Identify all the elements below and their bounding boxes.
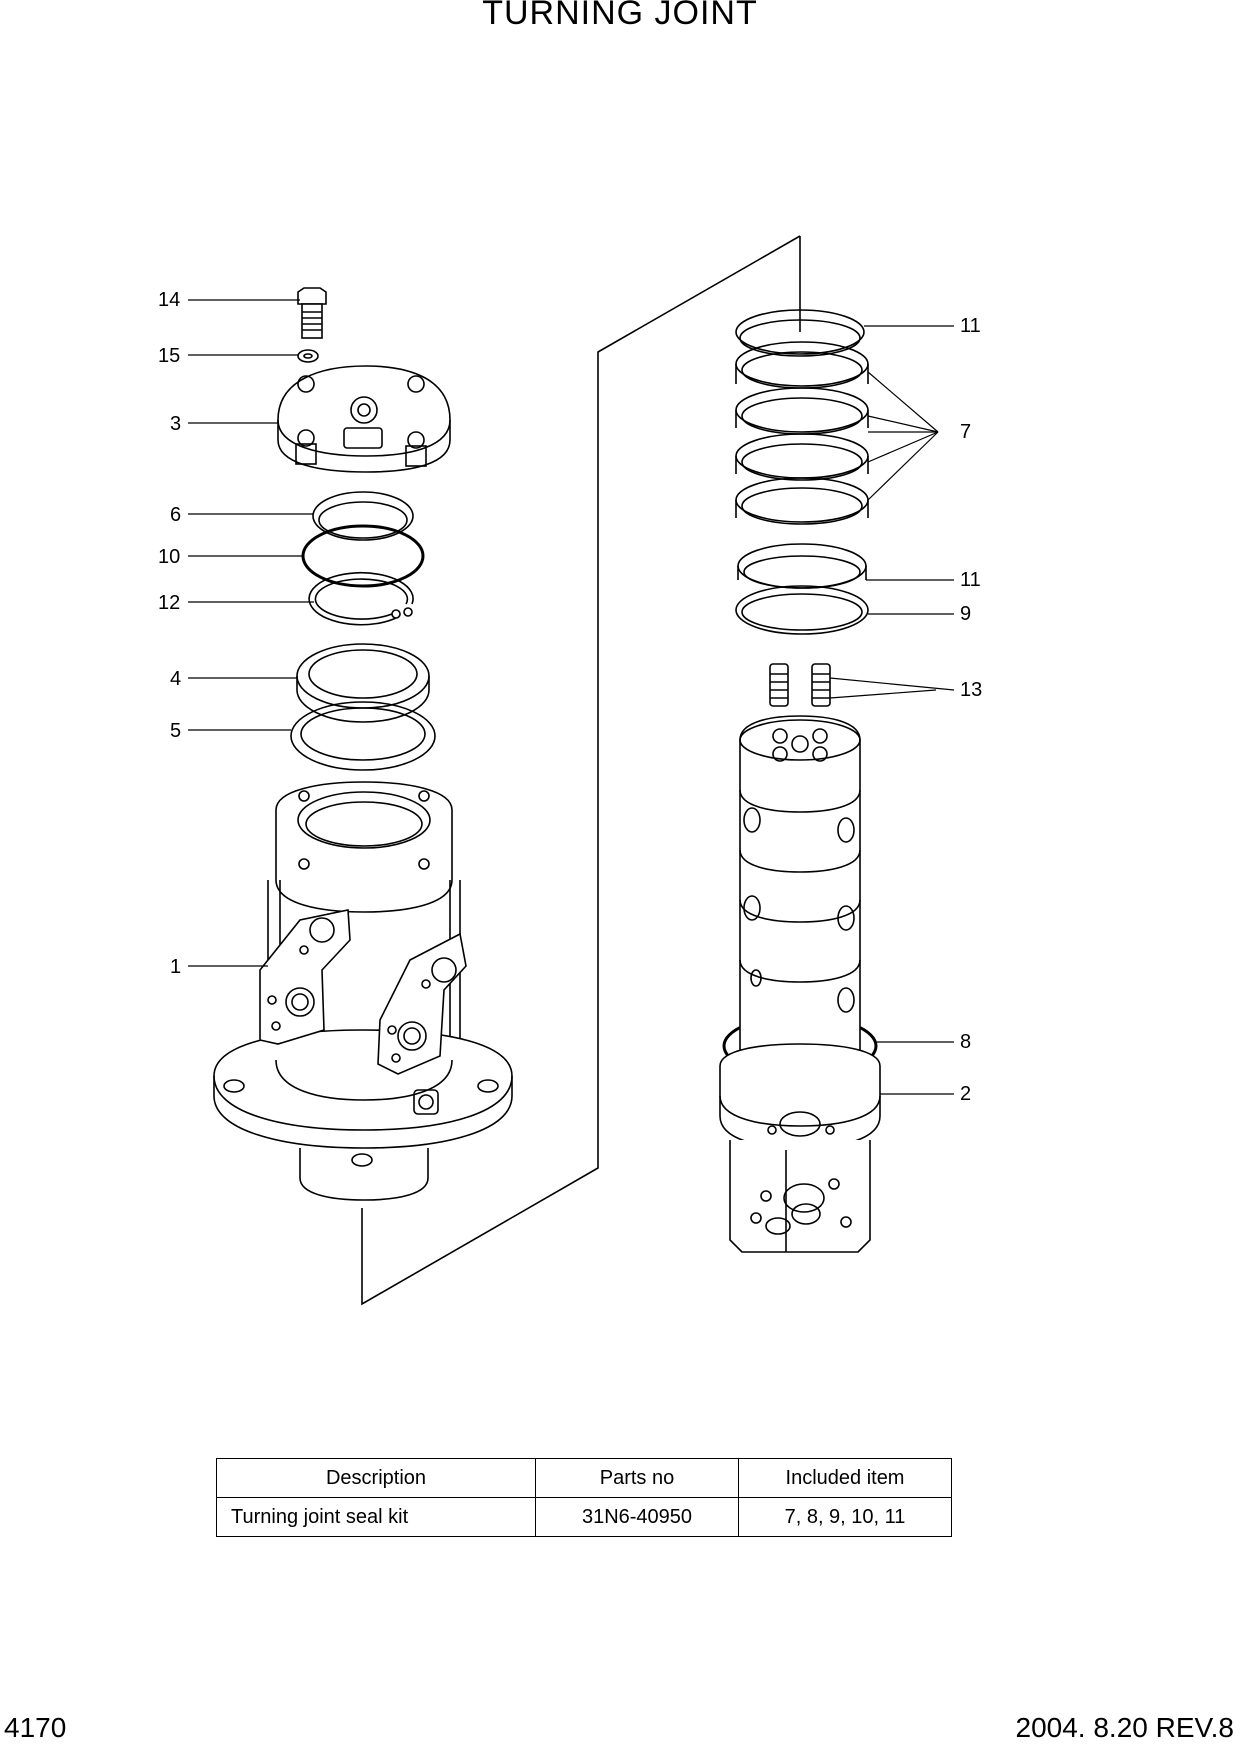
callout-10: 10 [158, 546, 181, 568]
header-included-item: Included item [738, 1458, 952, 1498]
o-ring-part-10 [301, 524, 425, 588]
backup-ring-part-11-top [735, 309, 865, 357]
page-title: TURNING JOINT [482, 0, 758, 32]
assembly-frame-line [361, 235, 801, 1306]
callout-11-bottom: 11 [960, 569, 981, 591]
snap-ring-part-12 [308, 571, 414, 626]
callout-5: 5 [170, 720, 182, 742]
callout-2: 2 [960, 1083, 972, 1105]
washer-part-15 [297, 349, 319, 363]
cell-description: Turning joint seal kit [216, 1497, 536, 1537]
callout-leaders [188, 299, 955, 1095]
callout-9: 9 [960, 603, 972, 625]
cell-parts-no: 31N6-40950 [535, 1497, 739, 1537]
ring-part-9 [735, 585, 869, 635]
table-header-row: Description Parts no Included item [216, 1458, 952, 1498]
seal-rings-part-7 [735, 341, 869, 525]
header-description: Description [216, 1458, 536, 1498]
header-parts-no: Parts no [535, 1458, 739, 1498]
shim-part-5 [290, 701, 436, 771]
backup-ring-part-11-bottom [737, 543, 867, 589]
callout-8: 8 [960, 1031, 972, 1053]
callout-14: 14 [158, 289, 181, 311]
callout-11-top: 11 [960, 315, 981, 337]
ring-part-6 [312, 491, 414, 541]
plug-parts-13 [769, 663, 831, 707]
callout-12: 12 [158, 592, 181, 614]
shaft-part-2 [719, 715, 881, 1253]
body-part-1 [213, 781, 513, 1201]
table-row: Turning joint seal kit 31N6-40950 7, 8, … [216, 1497, 952, 1537]
callout-1: 1 [170, 956, 182, 978]
seal-kit-table: Description Parts no Included item Turni… [216, 1458, 952, 1537]
bolt-part-14 [297, 287, 327, 339]
page-number: 4170 [4, 1712, 67, 1743]
cell-included-item: 7, 8, 9, 10, 11 [738, 1497, 952, 1537]
callout-7: 7 [960, 421, 972, 443]
callout-3: 3 [170, 413, 182, 435]
cover-part-3 [277, 365, 451, 473]
callout-6: 6 [170, 504, 182, 526]
callout-4: 4 [170, 668, 182, 690]
callout-13: 13 [960, 679, 983, 701]
callout-15: 15 [158, 345, 181, 367]
revision-date: 2004. 8.20 REV.8 [1015, 1712, 1234, 1743]
